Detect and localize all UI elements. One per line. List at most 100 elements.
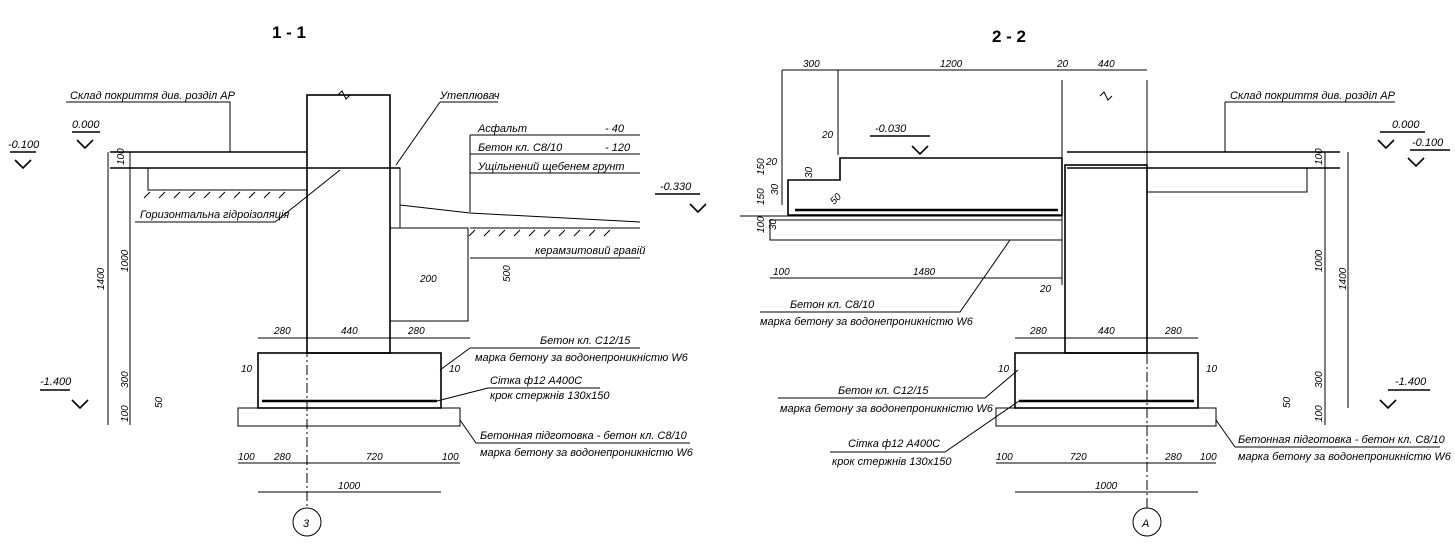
note: Склад покриття див. розділ АР bbox=[1230, 90, 1396, 102]
dim: 150 bbox=[756, 158, 767, 175]
gravel-fill-1 bbox=[389, 227, 469, 322]
dim: 1480 bbox=[913, 267, 936, 278]
dim: 1000 bbox=[1314, 249, 1325, 272]
dim: 280 bbox=[273, 452, 291, 463]
dim: 150 bbox=[756, 188, 767, 205]
dim: 20 bbox=[1056, 59, 1069, 70]
note: - 40 bbox=[605, 123, 625, 135]
note: Бетонная підготовка - бетон кл. С8/10 bbox=[480, 430, 688, 442]
footing-1 bbox=[257, 352, 442, 409]
dim: 100 bbox=[1200, 452, 1217, 463]
dim: 100 bbox=[116, 148, 127, 165]
dim: 100 bbox=[120, 405, 131, 422]
dim: 280 bbox=[1029, 326, 1047, 337]
dim: 100 bbox=[1314, 405, 1325, 422]
dim: 10 bbox=[1206, 364, 1218, 375]
dim: 280 bbox=[407, 326, 425, 337]
note: Бетон кл. С8/10 bbox=[478, 142, 563, 154]
dim: 280 bbox=[1164, 452, 1182, 463]
dim: 100 bbox=[238, 452, 255, 463]
note: Бетонная підготовка - бетон кл. С8/10 bbox=[1238, 434, 1446, 446]
dim: 50 bbox=[1282, 396, 1293, 408]
dim: 1000 bbox=[1095, 481, 1118, 492]
dim: 280 bbox=[1164, 326, 1182, 337]
dim: 280 bbox=[273, 326, 291, 337]
section-2-2: 2 - 2 300 1200 20 440 20 20 30 150 150 3… bbox=[655, 27, 1452, 537]
note: крок стержнів 130х150 bbox=[832, 456, 952, 468]
dim: 1200 bbox=[940, 59, 963, 70]
note: марка бетону за водонепроникністю W6 bbox=[760, 316, 974, 328]
level-label: -0.100 bbox=[8, 139, 40, 151]
dim: 20 bbox=[765, 157, 778, 168]
dim: 100 bbox=[756, 216, 767, 233]
note: Сітка ф12 А400С bbox=[490, 375, 582, 387]
dim: 200 bbox=[419, 274, 437, 285]
prep-layer-2 bbox=[995, 407, 1217, 427]
note: Бетон кл. С12/15 bbox=[838, 385, 929, 397]
note: марка бетону за водонепроникністю W6 bbox=[1238, 451, 1452, 463]
note: Ущільнений щебенем грунт bbox=[477, 161, 625, 173]
dim: 10 bbox=[998, 364, 1010, 375]
dim: 440 bbox=[341, 326, 358, 337]
note: Бетон кл. С8/10 bbox=[790, 299, 875, 311]
dim: 440 bbox=[1098, 59, 1115, 70]
dim: 100 bbox=[996, 452, 1013, 463]
axis-label: А bbox=[1141, 518, 1149, 530]
dim: 300 bbox=[803, 59, 820, 70]
note: крок стержнів 130х150 bbox=[490, 390, 610, 402]
note: Сітка ф12 А400С bbox=[848, 438, 940, 450]
note: Утеплювач bbox=[439, 90, 500, 102]
axis-bubble-1 bbox=[292, 507, 322, 537]
entry-slab-2 bbox=[787, 157, 1063, 216]
axis-label: 3 bbox=[303, 518, 310, 530]
note: Горизонтальна гідроізоляція bbox=[140, 209, 289, 221]
dim: 300 bbox=[120, 371, 131, 388]
note: - 120 bbox=[605, 142, 631, 154]
level-label: 0.000 bbox=[72, 119, 100, 131]
level-label: 0.000 bbox=[1392, 119, 1420, 131]
insulation-1 bbox=[389, 167, 401, 229]
dim: 440 bbox=[1098, 326, 1115, 337]
level-label: -0.030 bbox=[875, 123, 907, 135]
level-label: -0.100 bbox=[1412, 137, 1444, 149]
floor-slab-2 bbox=[1146, 167, 1308, 193]
level-label: -0.330 bbox=[660, 181, 692, 193]
note: керамзитовий гравій bbox=[535, 245, 645, 257]
prep-layer-1 bbox=[237, 407, 461, 427]
wall-1 bbox=[306, 94, 391, 354]
dim: 1000 bbox=[338, 481, 361, 492]
dim: 10 bbox=[449, 364, 461, 375]
dim: 100 bbox=[1314, 148, 1325, 165]
section-1-title: 1 - 1 bbox=[272, 23, 306, 42]
dim: 20 bbox=[1039, 284, 1052, 295]
floor-slab-1 bbox=[147, 167, 308, 191]
level-label: -1.400 bbox=[1395, 376, 1427, 388]
footing-2 bbox=[1014, 352, 1199, 409]
dim: 30 bbox=[770, 183, 781, 195]
dim: 1400 bbox=[96, 267, 107, 290]
dim: 1400 bbox=[1338, 267, 1349, 290]
note: марка бетону за водонепроникністю W6 bbox=[475, 352, 689, 364]
dim: 720 bbox=[1070, 452, 1087, 463]
section-1-1: 1 - 1 100 1000 1400 300 100 50 280 bbox=[8, 23, 694, 537]
note: марка бетону за водонепроникністю W6 bbox=[780, 403, 994, 415]
note: Асфальт bbox=[477, 123, 527, 135]
dim: 100 bbox=[442, 452, 459, 463]
note: марка бетону за водонепроникністю W6 bbox=[480, 447, 694, 459]
dim: 500 bbox=[502, 265, 513, 282]
dim: 100 bbox=[773, 267, 790, 278]
dim: 720 bbox=[366, 452, 383, 463]
dim: 1000 bbox=[120, 249, 131, 272]
entry-prep-2 bbox=[769, 219, 1063, 241]
note: Бетон кл. С12/15 bbox=[540, 335, 631, 347]
level-label: -1.400 bbox=[40, 376, 72, 388]
dim: 20 bbox=[821, 130, 834, 141]
dim: 300 bbox=[1314, 371, 1325, 388]
wall-2 bbox=[1064, 164, 1148, 354]
note: Склад покриття див. розділ АР bbox=[70, 90, 236, 102]
dim: 30 bbox=[768, 218, 779, 230]
dim: 50 bbox=[828, 191, 844, 207]
dim: 30 bbox=[804, 166, 815, 178]
axis-bubble-2 bbox=[1132, 507, 1162, 537]
